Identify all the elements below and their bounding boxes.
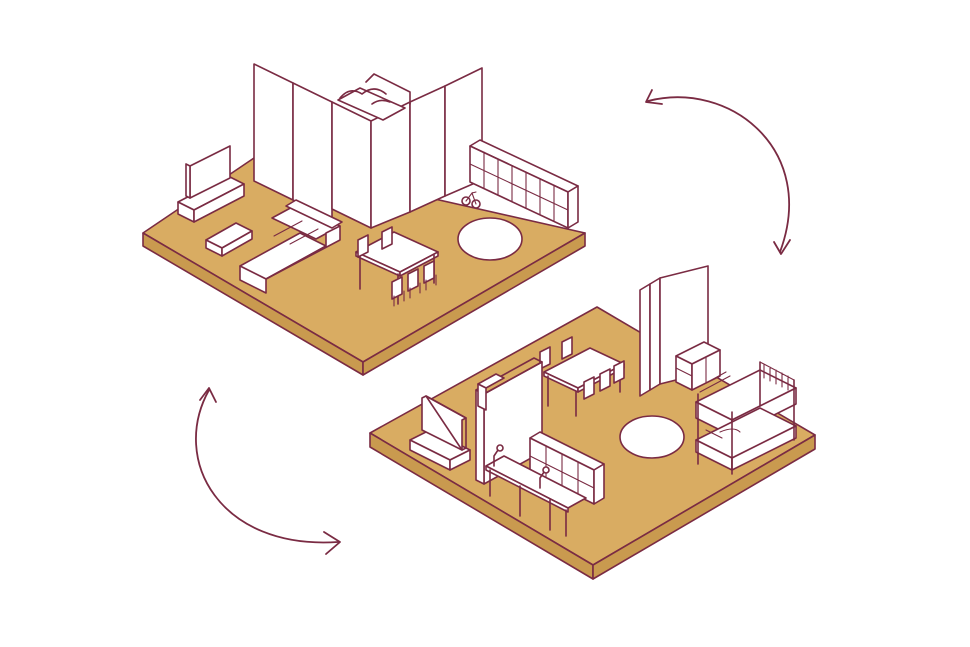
clockwise-arrow-right xyxy=(645,89,791,255)
bottom-floor-side-right xyxy=(592,434,816,580)
round-rug xyxy=(457,217,523,261)
clockwise-arrow-left xyxy=(195,387,341,555)
cube-shelf xyxy=(469,139,579,229)
bottom-floor-plan xyxy=(369,265,816,580)
low-shelf xyxy=(675,341,721,391)
cube-shelf-bottom xyxy=(529,431,605,505)
bench xyxy=(205,222,253,257)
television xyxy=(185,145,231,199)
bed xyxy=(337,73,411,121)
partition-screens xyxy=(253,63,483,229)
round-rug-bottom xyxy=(619,415,685,459)
toy-bike xyxy=(461,191,481,209)
storage-cabinet xyxy=(477,373,505,411)
top-floor-plan xyxy=(142,63,586,376)
desk xyxy=(485,455,587,537)
desk-lamps xyxy=(493,444,550,489)
tv-stand xyxy=(177,175,245,223)
tv-stand-bottom xyxy=(409,429,471,471)
top-floor-side-right xyxy=(362,232,586,376)
chairs xyxy=(357,226,437,307)
sectional-sofa xyxy=(239,199,343,294)
bunk-bed xyxy=(695,361,797,475)
television-bottom xyxy=(421,395,467,451)
dining-table xyxy=(355,231,439,305)
